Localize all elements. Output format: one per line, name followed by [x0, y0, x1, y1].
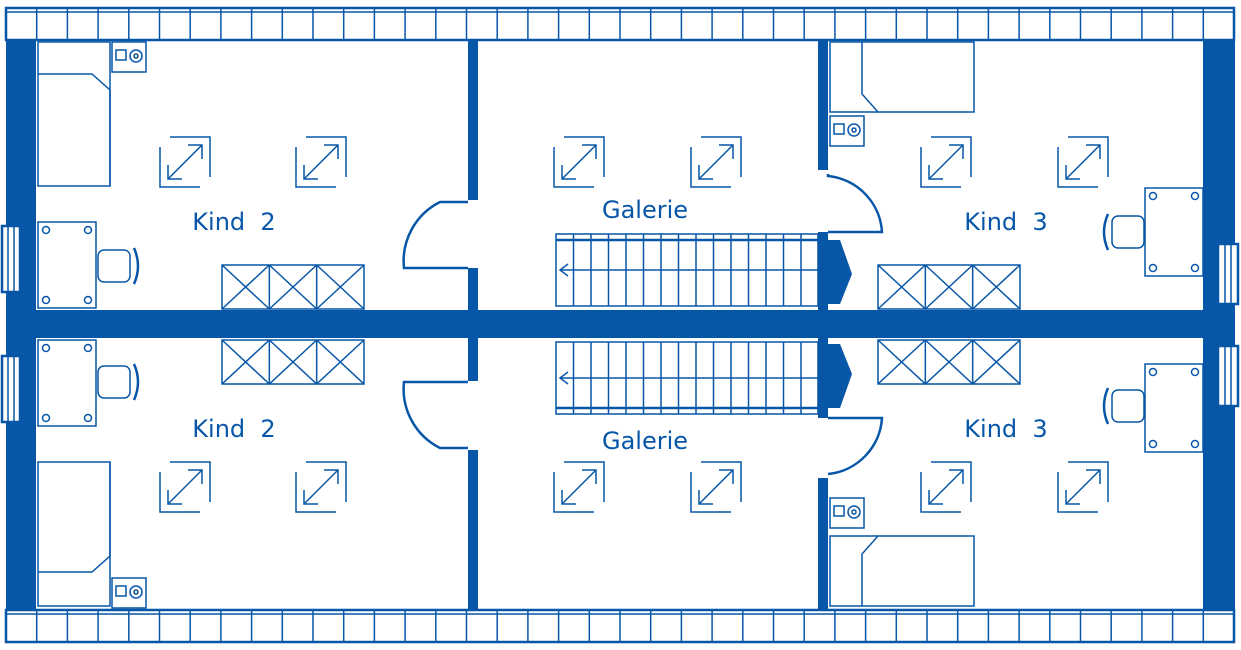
chair	[1102, 387, 1145, 425]
wardrobe	[877, 339, 1021, 385]
skylight	[1057, 461, 1109, 513]
room-label-galerie-bottom: Galerie	[602, 427, 688, 455]
bed	[829, 41, 975, 113]
bed	[829, 535, 975, 607]
bed	[37, 41, 111, 187]
door	[826, 174, 884, 234]
skylight	[553, 136, 605, 188]
desk	[1144, 363, 1204, 453]
skylight	[690, 461, 742, 513]
staircases	[555, 233, 819, 415]
wardrobe	[221, 264, 365, 310]
desk	[1144, 187, 1204, 277]
window	[0, 354, 22, 424]
skylight	[920, 136, 972, 188]
inner-wall	[818, 478, 828, 610]
desk	[37, 221, 97, 309]
room-label-kind3-top: Kind 3	[964, 208, 1047, 236]
staircase	[555, 233, 819, 307]
chair	[97, 247, 140, 285]
skylights	[159, 136, 1109, 513]
staircase	[555, 341, 819, 415]
wall-nose	[828, 344, 852, 408]
skylight	[295, 461, 347, 513]
roof-eaves	[4, 6, 1236, 644]
wall-nose	[828, 240, 852, 304]
skylight	[920, 461, 972, 513]
inner-wall	[468, 268, 478, 310]
skylight	[159, 136, 211, 188]
furniture	[37, 41, 1204, 609]
door	[402, 200, 468, 270]
inner-wall	[818, 40, 828, 170]
room-label-kind2-bottom: Kind 2	[192, 415, 275, 443]
heater	[829, 115, 865, 147]
window	[1216, 344, 1240, 408]
heater	[829, 497, 865, 529]
room-label-kind2-top: Kind 2	[192, 208, 275, 236]
party-wall	[6, 310, 1235, 338]
window	[0, 224, 22, 294]
inner-wall	[818, 232, 828, 310]
heater	[111, 577, 147, 609]
walls	[0, 40, 1240, 610]
inner-wall	[468, 338, 478, 381]
door	[402, 380, 468, 450]
skylight	[1057, 136, 1109, 188]
room-label-kind3-bottom: Kind 3	[964, 415, 1047, 443]
door	[827, 416, 884, 476]
wardrobe	[877, 264, 1021, 310]
skylight	[690, 136, 742, 188]
inner-wall	[818, 338, 828, 418]
chair	[97, 363, 140, 401]
bed	[37, 461, 111, 607]
inner-wall	[468, 40, 478, 200]
skylight	[295, 136, 347, 188]
window	[1216, 242, 1240, 306]
desk	[37, 339, 97, 427]
heater	[111, 41, 147, 73]
skylight	[159, 461, 211, 513]
skylight	[553, 461, 605, 513]
inner-wall	[468, 450, 478, 610]
wardrobe	[221, 339, 365, 385]
room-label-galerie-top: Galerie	[602, 196, 688, 224]
chair	[1102, 213, 1145, 251]
